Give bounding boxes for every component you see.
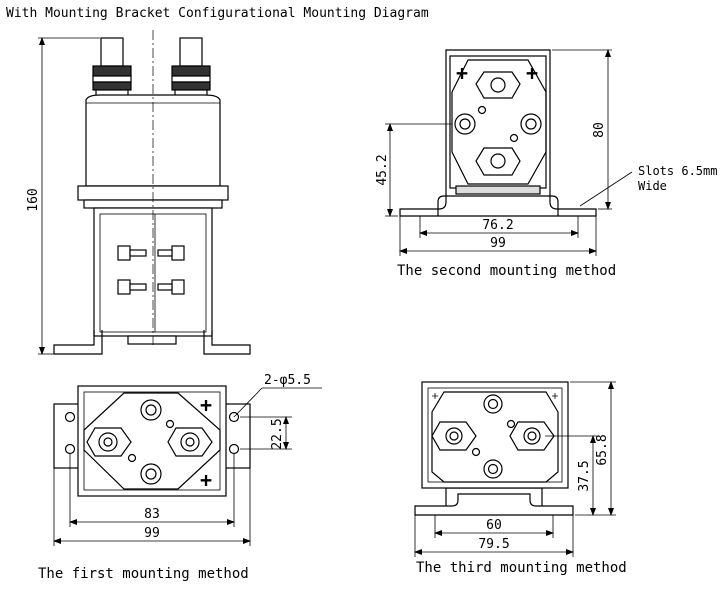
slot-note-line1: Slots 6.5mm <box>638 164 717 178</box>
second-height-dim: 80 <box>592 122 607 138</box>
diagram-title: With Mounting Bracket Configurational Mo… <box>6 6 429 21</box>
third-outer-width-dim: 79.5 <box>478 537 509 552</box>
plus-sign: + <box>200 393 212 417</box>
first-inner-width-dim: 83 <box>144 507 160 522</box>
slot-note-line2: Wide <box>638 179 667 193</box>
side-height-dim: 160 <box>26 188 41 211</box>
second-outer-width-dim: 99 <box>490 236 506 251</box>
third-inner-width-dim: 60 <box>486 518 502 533</box>
first-hole-note: 2-φ5.5 <box>264 373 311 388</box>
first-outer-width-dim: 99 <box>144 526 160 541</box>
side-view: 160 <box>26 30 251 355</box>
second-method-caption: The second mounting method <box>397 263 616 279</box>
third-method-caption: The third mounting method <box>416 560 627 576</box>
plus-sign: + <box>200 468 212 492</box>
first-spacing-dim: 22.5 <box>270 418 285 449</box>
plus-sign: + <box>456 61 468 85</box>
third-method-view: 65.8 37.5 60 79.5 The third mounting met… <box>414 381 627 576</box>
plus-sign: + <box>526 61 538 85</box>
spade-terminal-icon <box>117 245 185 295</box>
third-inner-height-dim: 37.5 <box>577 460 592 491</box>
second-inner-width-dim: 76.2 <box>482 218 513 233</box>
second-inner-height-dim: 45.2 <box>375 154 390 185</box>
first-method-caption: The first mounting method <box>38 566 249 582</box>
third-outer-height-dim: 65.8 <box>595 434 610 465</box>
first-method-view: + + 2-φ5.5 22.5 83 99 The first mounting… <box>38 373 322 582</box>
second-method-view: + + 80 45.2 Slots 6.5mm Wide 76.2 99 The… <box>375 49 717 279</box>
